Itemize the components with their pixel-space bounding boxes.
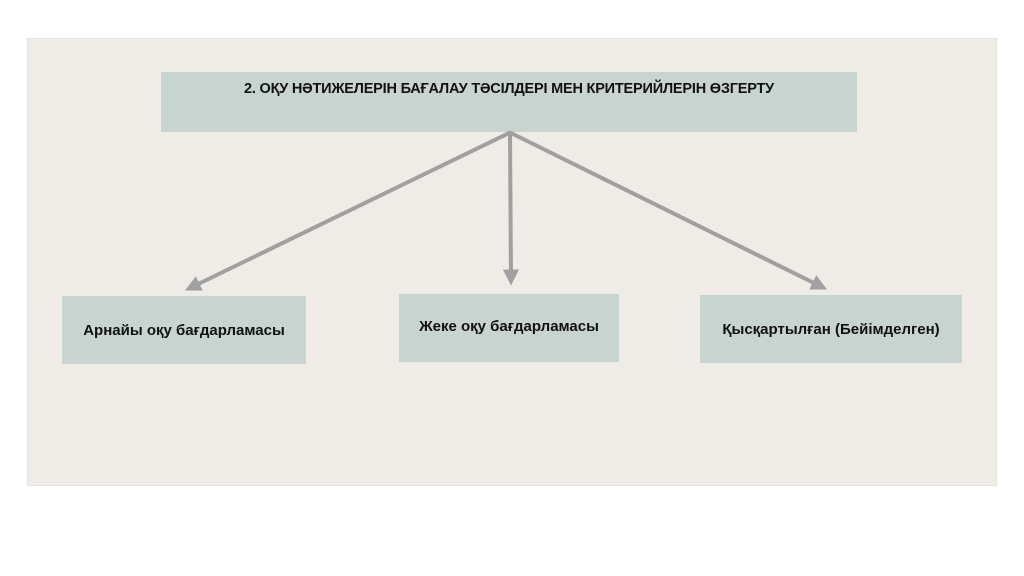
child-node-adapted-program: Қысқартылған (Бейімделген) bbox=[700, 295, 962, 363]
child-node-label: Жеке оқу бағдарламасы bbox=[419, 318, 599, 335]
child-node-label: Қысқартылған (Бейімделген) bbox=[722, 320, 940, 338]
root-node-label: 2. ОҚУ НӘТИЖЕЛЕРІН БАҒАЛАУ ТӘСІЛДЕРІ МЕН… bbox=[243, 81, 775, 97]
child-node-label: Арнайы оқу бағдарламасы bbox=[83, 321, 285, 339]
child-node-special-program: Арнайы оқу бағдарламасы bbox=[62, 296, 306, 364]
root-node: 2. ОҚУ НӘТИЖЕЛЕРІН БАҒАЛАУ ТӘСІЛДЕРІ МЕН… bbox=[161, 72, 857, 132]
child-node-individual-program: Жеке оқу бағдарламасы bbox=[399, 294, 619, 362]
